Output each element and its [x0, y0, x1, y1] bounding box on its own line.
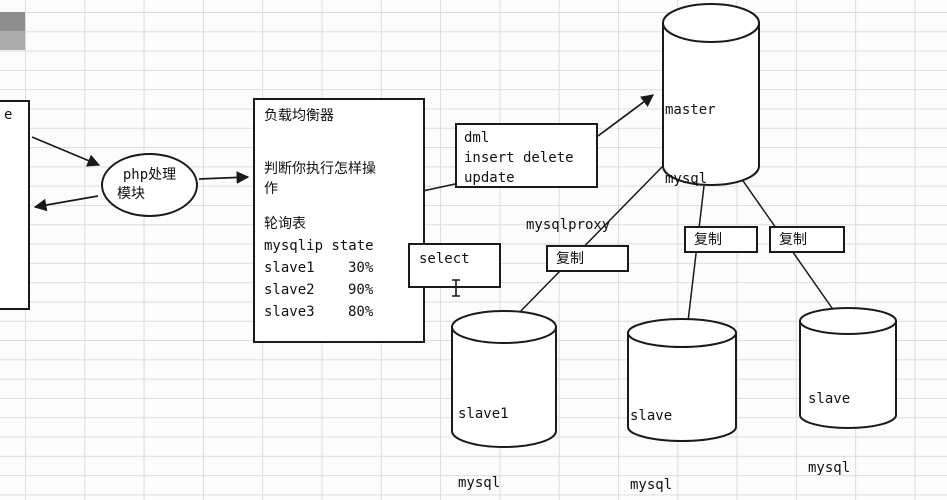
slave1-db-type: mysql: [458, 475, 501, 491]
poll-table-row-name: slave3: [264, 304, 315, 320]
dml-line3: update: [464, 170, 515, 186]
spacer: [264, 199, 414, 213]
master-db-type: mysql: [665, 171, 708, 187]
poll-table-row-value: 90%: [348, 282, 374, 298]
slave2-db-cylinder: [627, 318, 737, 442]
left-partial-box-label: e: [4, 107, 13, 123]
slave2-db-label: slave mysql: [630, 359, 672, 500]
dml-box: dml insert delete update: [455, 123, 598, 188]
slave2-db-type: mysql: [630, 477, 673, 493]
poll-table-row-value: 30%: [348, 260, 374, 276]
slave2-db-name: slave: [630, 408, 673, 424]
load-balancer-box: 负载均衡器 判断你执行怎样操 作 轮询表 mysqlip state slave…: [253, 98, 425, 343]
replicate-label: 复制: [779, 232, 807, 248]
grid-cell-dark: [0, 12, 25, 31]
poll-table-label: 轮询表: [264, 216, 306, 232]
replicate-box-middle: 复制: [684, 226, 758, 253]
text-cursor-icon: [452, 279, 460, 297]
slave1-db-cylinder: [451, 310, 557, 448]
slave3-db-type: mysql: [808, 460, 851, 476]
line-master-to-slave1: [511, 164, 665, 321]
arrow-leftbox-to-php: [31, 136, 101, 167]
dml-line1: dml: [464, 130, 490, 146]
dml-line2: insert delete: [464, 150, 574, 166]
poll-table-row-name: slave2: [264, 282, 315, 298]
poll-table-header: mysqlip state: [264, 238, 374, 254]
replicate-box-left: 复制: [546, 245, 629, 272]
line-master-to-slave2: [686, 185, 705, 331]
poll-table-row: slave1 30%: [264, 257, 414, 279]
replicate-label: 复制: [694, 232, 722, 248]
master-db-label: master mysql: [665, 53, 716, 237]
replicate-box-right: 复制: [769, 226, 845, 253]
master-db-name: master: [665, 102, 716, 118]
poll-table-row-value: 80%: [348, 304, 374, 320]
poll-table-row: slave3 80%: [264, 301, 414, 323]
slave3-db-name: slave: [808, 391, 851, 407]
slave3-db-label: slave mysql: [808, 342, 850, 500]
poll-table-row-name: slave1: [264, 260, 315, 276]
select-label: select: [419, 251, 470, 267]
spacer: [264, 127, 414, 159]
poll-table-row: slave2 90%: [264, 279, 414, 301]
mysqlproxy-label: mysqlproxy: [526, 217, 611, 233]
arrow-php-to-leftbox: [33, 195, 99, 212]
arrow-php-to-loadbalancer: [198, 171, 250, 184]
replicate-label: 复制: [556, 251, 584, 267]
load-balancer-decision-line2: 作: [264, 181, 278, 197]
grid-cell-dark: [0, 31, 25, 50]
php-module-node: php处理 模块: [101, 153, 198, 217]
slave1-db-name: slave1: [458, 406, 509, 422]
load-balancer-decision-line1: 判断你执行怎样操: [264, 161, 376, 177]
php-module-label-line2: 模块: [117, 186, 145, 202]
arrow-dml-to-master: [597, 94, 655, 137]
slave1-db-label: slave1 mysql: [458, 357, 509, 500]
load-balancer-title: 负载均衡器: [264, 108, 334, 124]
master-db-cylinder: [662, 3, 760, 186]
php-module-label-line1: php处理: [122, 167, 177, 183]
slave3-db-cylinder: [799, 307, 897, 429]
left-partial-box: e: [0, 100, 30, 310]
